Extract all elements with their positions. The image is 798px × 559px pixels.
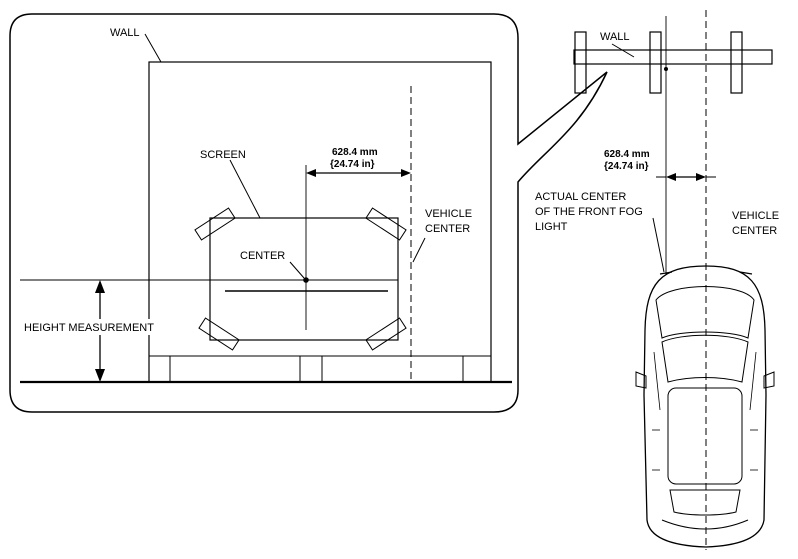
center-point — [303, 277, 309, 283]
front-axle-line — [653, 351, 661, 411]
roof-panel — [667, 387, 743, 485]
wall-label: WALL — [110, 27, 140, 39]
windshield — [661, 334, 749, 383]
base-block — [148, 355, 492, 383]
tape-strip — [198, 317, 240, 351]
vehicle-center-label-1: VEHICLE — [425, 208, 472, 220]
callout-panel: WALL SCREEN CENTER VEHICLE CENTER — [9, 13, 608, 413]
plan-dimension-mm-label: 628.4 mm — [604, 149, 650, 160]
height-measurement-label: HEIGHT MEASUREMENT — [24, 322, 154, 334]
vehicle-body — [643, 265, 767, 548]
screen-rect — [209, 217, 399, 341]
tape-strip — [194, 207, 236, 241]
plan-vehicle-center-label-2: CENTER — [732, 225, 777, 237]
tape-strip — [365, 317, 407, 351]
vehicle-center-label-2: CENTER — [425, 223, 470, 235]
dimension-arrow-right — [401, 169, 411, 177]
center-label: CENTER — [240, 250, 285, 262]
dimension-mm-label: 628.4 mm — [332, 147, 378, 158]
wall-leader — [144, 33, 162, 63]
dimension-arrow-left — [306, 169, 316, 177]
front-fog-light-mark — [739, 271, 753, 275]
wall-plan-post — [649, 31, 662, 94]
plan-dimension-arrow-right — [696, 173, 706, 181]
screen-label: SCREEN — [200, 149, 246, 161]
vehicle-center-leader — [412, 237, 426, 263]
dimension-in-label: {24.74 in} — [330, 159, 375, 170]
plan-vehicle-center-label-1: VEHICLE — [732, 210, 779, 222]
mirror-right — [763, 371, 775, 389]
height-label-backdrop — [22, 319, 184, 335]
height-arrow-bottom — [95, 369, 105, 382]
fog-light-leader — [652, 217, 665, 273]
front-fog-light-mark — [659, 271, 673, 275]
tape-strip — [365, 207, 407, 241]
vehicle-top-view — [635, 265, 775, 548]
wall-rect — [148, 61, 492, 383]
fog-light-label-1: ACTUAL CENTER — [535, 191, 626, 203]
screen-leader — [229, 159, 261, 219]
wall-plan-leader — [611, 43, 635, 58]
plan-dimension-arrow-left — [666, 173, 676, 181]
mirror-left — [635, 371, 647, 389]
plan-dimension-in-label: {24.74 in} — [604, 161, 649, 172]
center-leader — [289, 261, 305, 279]
wall-plan-post — [574, 31, 587, 94]
rear-window — [669, 489, 741, 516]
top-view: WALL 628.4 mm {24.74 in} ACTUAL CENTER O… — [535, 10, 779, 550]
height-arrow-top — [95, 280, 105, 293]
fog-light-label-2: OF THE FRONT FOG — [535, 206, 643, 218]
callout-outline — [9, 13, 608, 413]
fog-light-label-3: LIGHT — [535, 221, 568, 233]
hood-outline — [655, 286, 755, 339]
rear-bumper — [661, 519, 749, 530]
wall-plan-post — [730, 31, 743, 94]
wall-plan-label: WALL — [600, 31, 630, 43]
front-axle-line — [749, 351, 757, 411]
wall-plan-bar — [573, 49, 773, 65]
